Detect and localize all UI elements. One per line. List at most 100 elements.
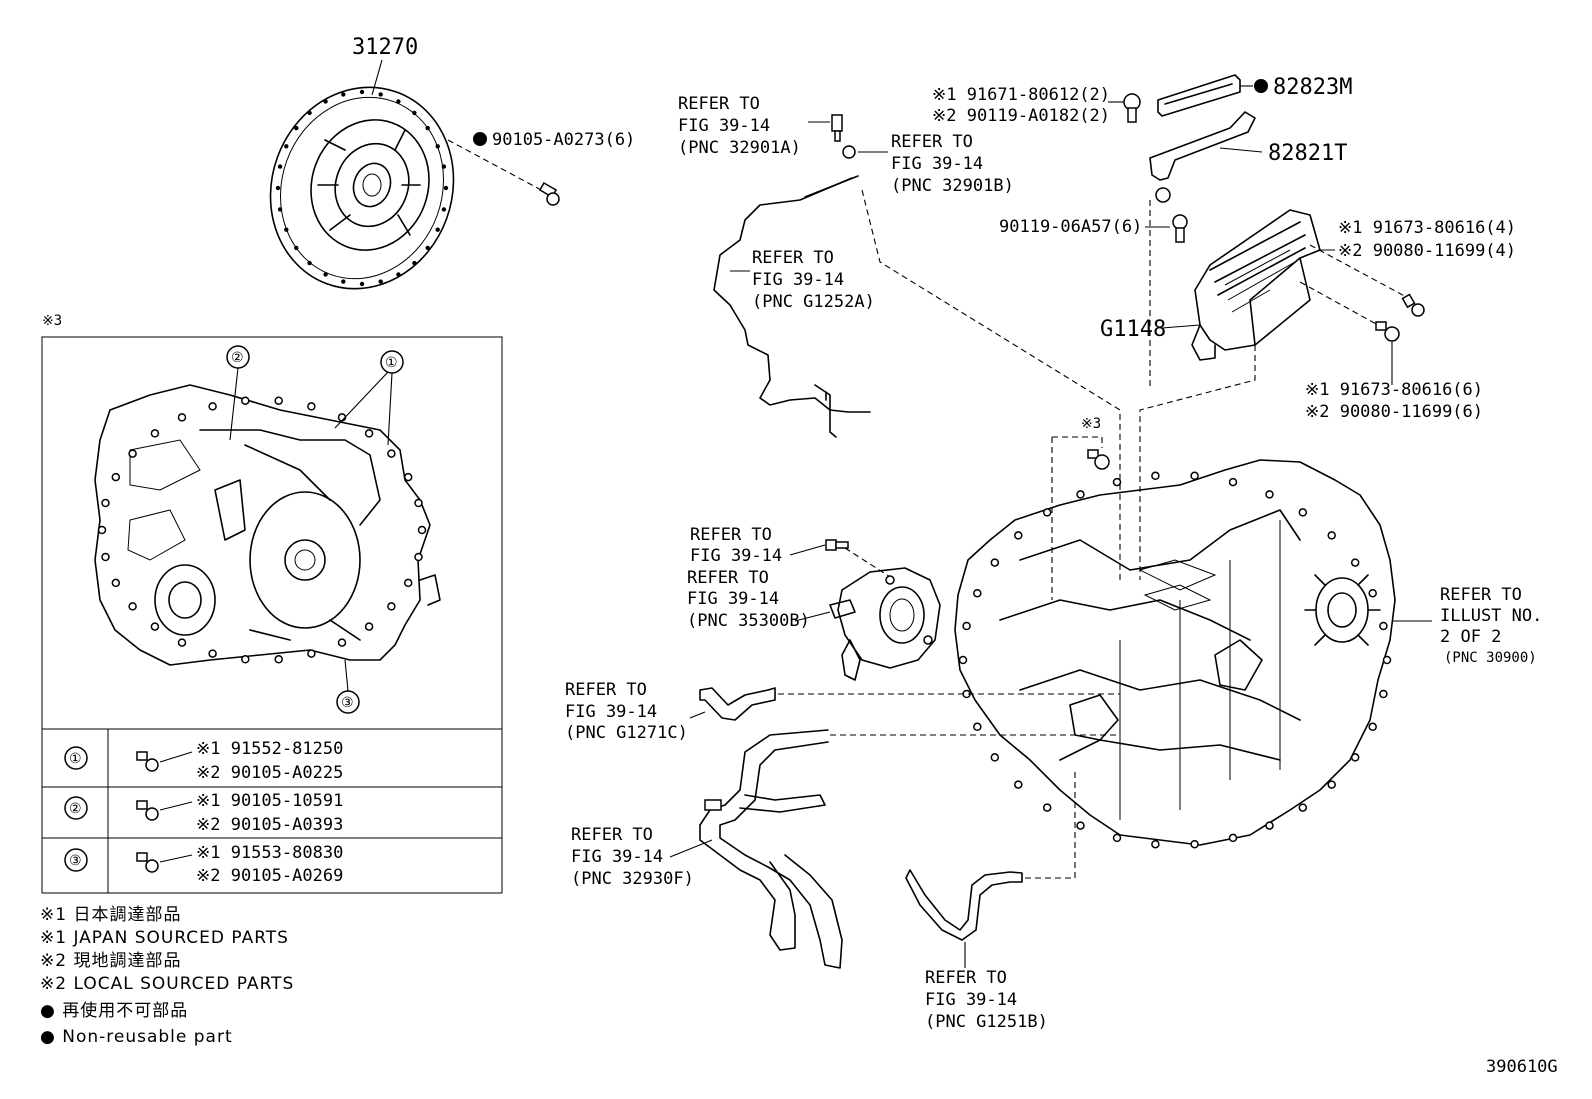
pump-refer-line1: REFER TO bbox=[690, 525, 772, 545]
illust-refer-line2[interactable]: ILLUST NO. bbox=[1440, 606, 1542, 626]
hose-b-refer-line3[interactable]: (PNC G1251B) bbox=[925, 1012, 1048, 1032]
tube-refer-line3[interactable]: (PNC G1252A) bbox=[752, 292, 875, 312]
bolt-hole-icon bbox=[359, 281, 365, 287]
bolt-hole-icon bbox=[378, 92, 383, 97]
bolt-hole-icon bbox=[364, 429, 374, 438]
bolt-hole-icon bbox=[1368, 588, 1377, 598]
bolt-hole-icon bbox=[412, 260, 417, 266]
ecu-bolt-b-part-1[interactable]: ※1 91673-80616(6) bbox=[1305, 380, 1483, 400]
ecu-bolt-b-icon bbox=[1375, 321, 1400, 342]
bolt-hole-icon bbox=[412, 110, 417, 116]
hose-f-refer-line3[interactable]: (PNC 32930F) bbox=[571, 869, 694, 889]
bracket-bolt-part-2[interactable]: ※2 90119-A0182(2) bbox=[932, 106, 1110, 126]
oil-pump-35300B[interactable] bbox=[829, 567, 941, 681]
clutch-bolt-part-number[interactable]: 90105-A0273(6) bbox=[492, 130, 635, 150]
hose-c-refer-line3[interactable]: (PNC G1271C) bbox=[565, 723, 688, 743]
transaxle-assembly[interactable] bbox=[954, 459, 1396, 849]
row-1-part-1[interactable]: ※1 91552-81250 bbox=[196, 739, 343, 759]
row-1-part-2[interactable]: ※2 90105-A0225 bbox=[196, 763, 343, 783]
callout-1-label: ① bbox=[385, 355, 398, 371]
bolt-hole-icon bbox=[323, 272, 328, 277]
ecu-part-number[interactable]: G1148 bbox=[1100, 317, 1166, 342]
clutch-assembly[interactable] bbox=[243, 61, 482, 314]
bolt-hole-icon bbox=[359, 89, 365, 95]
bolt-hole-icon bbox=[387, 602, 396, 611]
illust-refer-line3[interactable]: 2 OF 2 bbox=[1440, 627, 1501, 647]
bolt-06a57-part-number[interactable]: 90119-06A57(6) bbox=[999, 217, 1142, 237]
tube-refer-line2[interactable]: FIG 39-14 bbox=[752, 270, 844, 290]
callout-2-label: ② bbox=[231, 350, 244, 366]
cover-82823M[interactable] bbox=[1157, 74, 1241, 117]
row-3-part-2[interactable]: ※2 90105-A0269 bbox=[196, 866, 343, 886]
legend-line-5: ● 再使用不可部品 bbox=[40, 1000, 188, 1021]
union-refer-line2[interactable]: FIG 39-14 bbox=[891, 154, 983, 174]
transaxle-case-view[interactable] bbox=[94, 384, 441, 666]
bolt-hole-icon bbox=[1350, 558, 1360, 567]
bracket-82821T[interactable] bbox=[1149, 111, 1256, 181]
bolt-hole-icon bbox=[111, 578, 121, 588]
bolt-hole-icon bbox=[1298, 508, 1308, 517]
bolt-hole-icon bbox=[1076, 821, 1085, 830]
bolt-hole-icon bbox=[1298, 803, 1308, 812]
bolt-hole-icon bbox=[128, 602, 137, 611]
ecu-bolt-a-part-2[interactable]: ※2 90080-11699(4) bbox=[1338, 241, 1516, 261]
control-module-g1148[interactable] bbox=[1191, 209, 1321, 361]
union-bolt-icon bbox=[831, 114, 856, 159]
bolt-hole-icon bbox=[417, 525, 427, 535]
bolt-hole-icon bbox=[1368, 722, 1377, 732]
bolt-hole-icon bbox=[1014, 531, 1023, 540]
ecu-bolt-a-part-1[interactable]: ※1 91673-80616(4) bbox=[1338, 218, 1516, 238]
cover-part-number[interactable]: 82823M bbox=[1273, 75, 1352, 100]
hose-c-refer-line2[interactable]: FIG 39-14 bbox=[565, 702, 657, 722]
bolt-hole-icon bbox=[1190, 471, 1199, 481]
bracket-part-number[interactable]: 82821T bbox=[1268, 141, 1347, 166]
bolt-hole-icon bbox=[378, 279, 383, 284]
bolt-hole-icon bbox=[150, 622, 160, 631]
oil-pipe[interactable] bbox=[713, 177, 871, 413]
hose-G1251B[interactable] bbox=[905, 869, 1023, 941]
bolt-hole-icon bbox=[208, 649, 217, 658]
hose-G1271C[interactable] bbox=[699, 687, 776, 721]
ecu-bolt-icon bbox=[1172, 214, 1188, 243]
pump-refer-line4[interactable]: FIG 39-14 bbox=[687, 589, 779, 609]
hose-f-refer-line2[interactable]: FIG 39-14 bbox=[571, 847, 663, 867]
bolt-hole-icon bbox=[101, 498, 110, 508]
inset-table-row: ① ※1 91552-81250 ※2 90105-A0225 bbox=[64, 739, 343, 783]
bolt-hole-icon bbox=[443, 185, 449, 191]
bolt-hole-icon bbox=[177, 638, 187, 647]
bolt-hole-icon bbox=[150, 429, 160, 438]
legend-line-2: ※1 JAPAN SOURCED PARTS bbox=[40, 928, 289, 948]
bolt-hole-icon bbox=[435, 144, 440, 149]
bracket-bolt-part-1[interactable]: ※1 91671-80612(2) bbox=[932, 85, 1110, 105]
clutch-bolt-icon bbox=[538, 182, 560, 206]
ecu-bolt-b-part-2[interactable]: ※2 90080-11699(6) bbox=[1305, 402, 1483, 422]
pump-refer-line5[interactable]: (PNC 35300B) bbox=[687, 611, 810, 631]
bolt-hole-icon bbox=[274, 655, 283, 664]
bolt-hole-icon bbox=[1379, 689, 1388, 699]
mark3-bolt-icon bbox=[1087, 449, 1110, 470]
pipe-refer-line2[interactable]: FIG 39-14 bbox=[678, 116, 770, 136]
hose-32930F[interactable] bbox=[699, 729, 843, 969]
pump-refer-line2[interactable]: FIG 39-14 bbox=[690, 546, 782, 566]
bolt-hole-icon bbox=[396, 272, 401, 277]
illust-refer-line4[interactable]: (PNC 30900) bbox=[1444, 650, 1537, 666]
bolt-hole-icon bbox=[435, 227, 440, 232]
bolt-hole-icon bbox=[128, 449, 137, 458]
pipe-refer-line3[interactable]: (PNC 32901A) bbox=[678, 138, 801, 158]
bolt-hole-icon bbox=[1151, 471, 1160, 481]
hose-b-refer-line2[interactable]: FIG 39-14 bbox=[925, 990, 1017, 1010]
row-3-part-1[interactable]: ※1 91553-80830 bbox=[196, 843, 343, 863]
bolt-hole-icon bbox=[1228, 833, 1238, 843]
row-2-part-1[interactable]: ※1 90105-10591 bbox=[196, 791, 343, 811]
bolt-hole-icon bbox=[1379, 621, 1388, 631]
bolt-hole-icon bbox=[364, 622, 374, 631]
bolt-hole-icon bbox=[284, 144, 289, 149]
row-2-part-2[interactable]: ※2 90105-A0393 bbox=[196, 815, 343, 835]
bolt-hole-icon bbox=[425, 245, 430, 251]
union-refer-line3[interactable]: (PNC 32901B) bbox=[891, 176, 1014, 196]
hose-b-refer-line1: REFER TO bbox=[925, 968, 1007, 988]
bolt-hole-icon bbox=[307, 110, 312, 116]
clutch-part-number[interactable]: 31270 bbox=[352, 35, 418, 60]
bolt-hole-icon bbox=[241, 655, 250, 664]
bolt-hole-icon bbox=[387, 449, 396, 458]
